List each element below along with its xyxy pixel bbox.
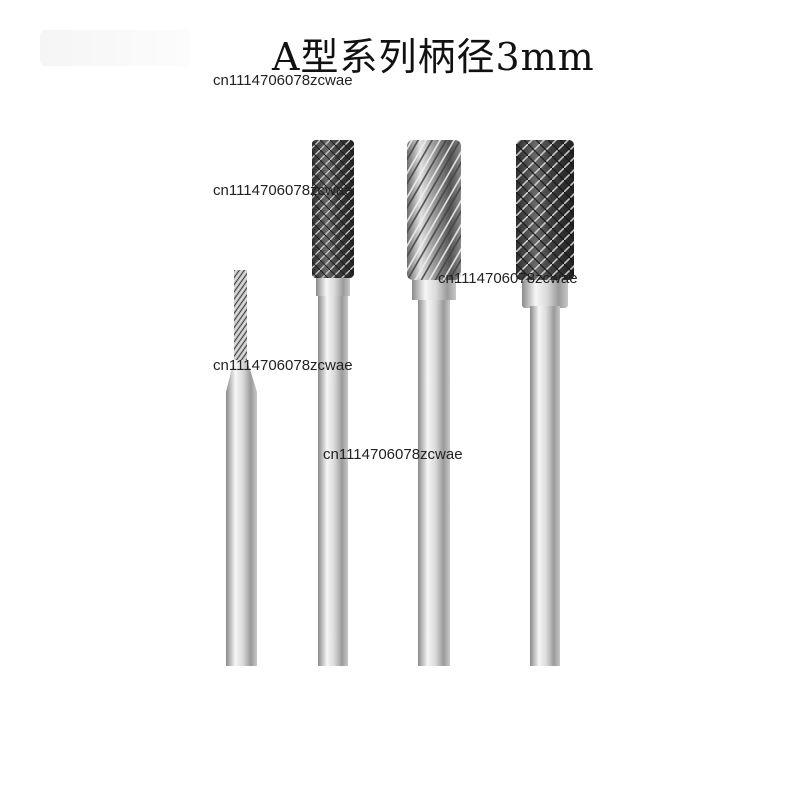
watermark-2: cn1114706078zcwae — [213, 182, 353, 199]
faded-logo — [40, 30, 190, 66]
watermark-1: cn1114706078zcwae — [213, 72, 353, 89]
burr-2-double-cut — [312, 140, 354, 666]
burr-3-single-cut — [407, 140, 461, 666]
burr-4-double-cut-large — [516, 140, 574, 666]
watermark-3: cn1114706078zcwae — [438, 270, 578, 287]
watermark-5: cn1114706078zcwae — [323, 446, 463, 463]
burr-1-small — [226, 270, 257, 666]
watermark-4: cn1114706078zcwae — [213, 357, 353, 374]
page-title: A型系列柄径3mm — [272, 35, 595, 79]
